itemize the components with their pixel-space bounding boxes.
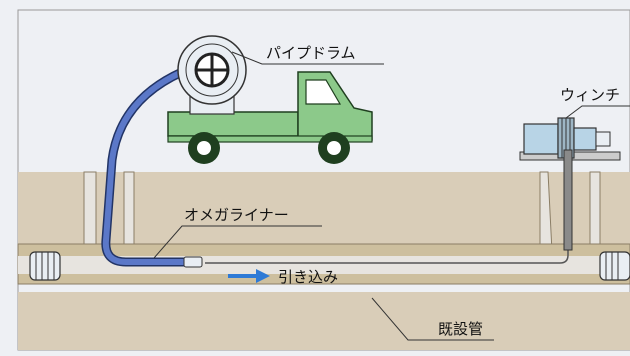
winch-label: ウィンチ: [560, 86, 620, 104]
truck-bed: [167, 111, 299, 137]
winch-cable: [205, 150, 569, 264]
omega-liner-leader-line: [153, 225, 322, 259]
omega-liner-label: オメガライナー: [184, 206, 289, 224]
truck-chassis: [167, 135, 373, 143]
winch-leader-line: [565, 105, 630, 119]
winch-coupling: [595, 131, 611, 147]
pull-in-label: 引き込み: [278, 268, 338, 286]
liner-pulling-head: [183, 256, 203, 268]
truck: [167, 71, 373, 164]
pipe-drum-label: パイプドラム: [266, 44, 356, 62]
ground-lower: [18, 292, 630, 350]
pull-direction-arrow: [228, 269, 270, 283]
drum-reel-ring: [185, 43, 239, 97]
truck-window: [305, 79, 342, 105]
pipe-drum: [177, 35, 247, 115]
truck-rear-wheel: [188, 132, 220, 164]
pipe-drum-leader-line: [231, 51, 384, 65]
truck-front-wheel: [318, 132, 350, 164]
existing-pipe-leader-line: [371, 297, 494, 341]
pipe-joint-left: [29, 251, 61, 281]
winch-mast: [563, 149, 573, 251]
winch: [519, 117, 621, 251]
pipe-joint-right: [599, 251, 630, 281]
winch-gearbox: [573, 127, 597, 151]
omega-liner-tube-fill: [102, 69, 189, 265]
winch-motor: [523, 123, 559, 155]
existing-pipe-label: 既設管: [438, 320, 483, 338]
